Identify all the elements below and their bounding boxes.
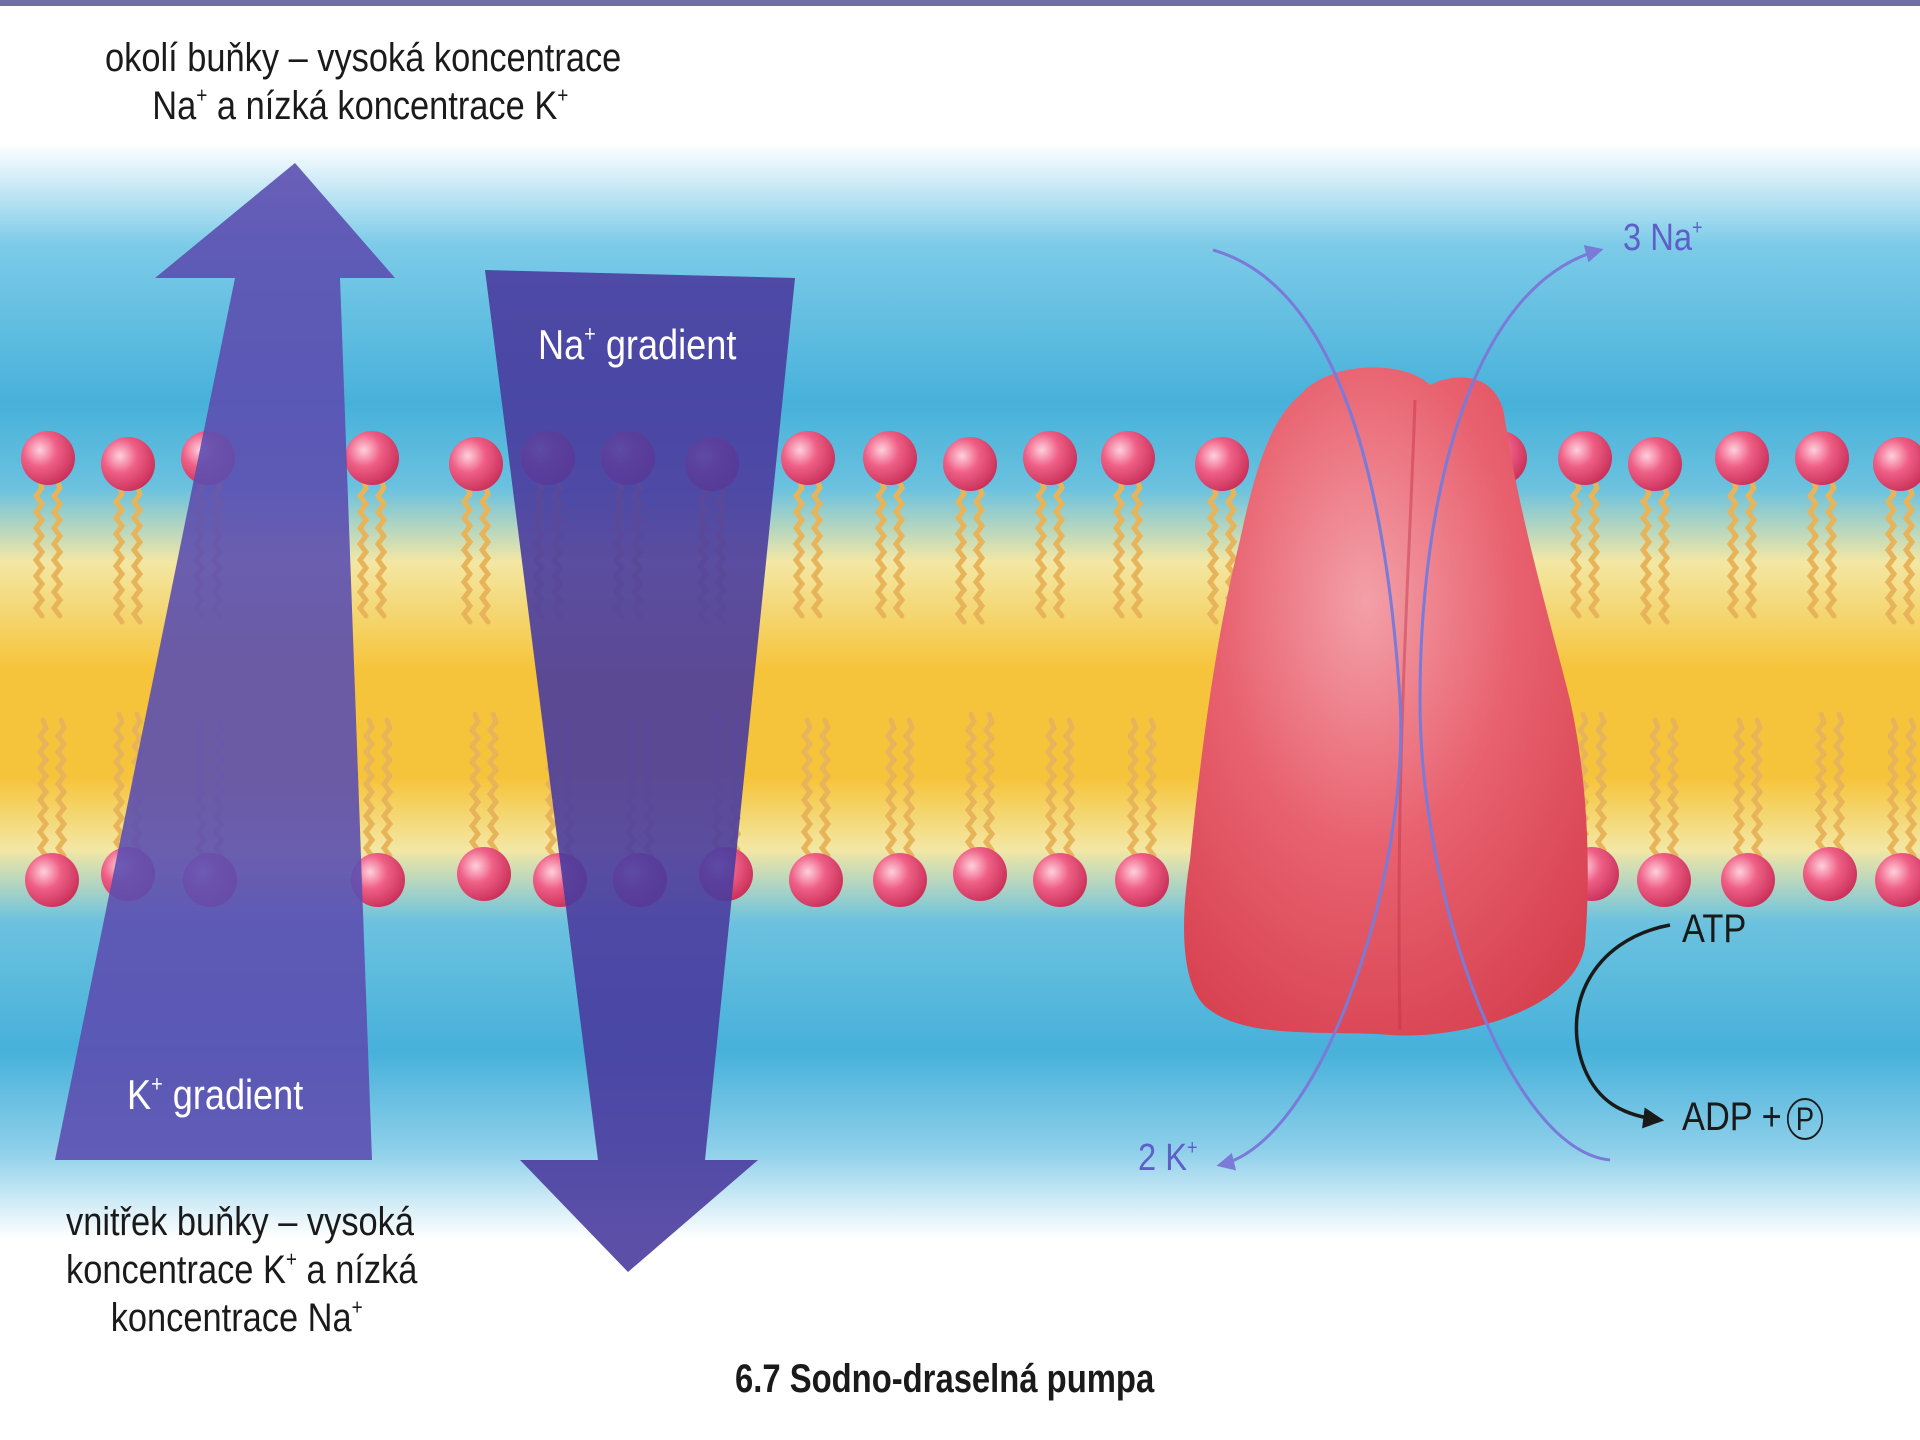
top-border [0,0,1920,6]
potassium-in-label: 2 K+ [1138,1136,1198,1182]
figure-caption: 6.7 Sodno-draselná pumpa [735,1355,1154,1403]
intracellular-line2: koncentrace K+ a nízká [66,1248,417,1292]
extracellular-label: okolí buňky – vysoká koncentrace Na+ a n… [105,34,621,130]
intracellular-line1: vnitřek buňky – vysoká [66,1200,414,1244]
atp-label: ATP [1682,905,1746,953]
extracellular-line2: Na+ a nízká koncentrace K+ [105,82,621,130]
intracellular-label: vnitřek buňky – vysoká koncentrace K+ a … [66,1198,417,1342]
adp-label: ADP +P [1682,1093,1823,1141]
k-gradient-label: K+ gradient [127,1070,303,1120]
na-gradient-label: Na+ gradient [538,320,736,370]
sodium-out-label: 3 Na+ [1623,216,1703,262]
intracellular-line3: koncentrace Na+ [66,1294,417,1342]
circled-p-icon: P [1787,1098,1823,1140]
extracellular-line1: okolí buňky – vysoká koncentrace [105,36,621,80]
